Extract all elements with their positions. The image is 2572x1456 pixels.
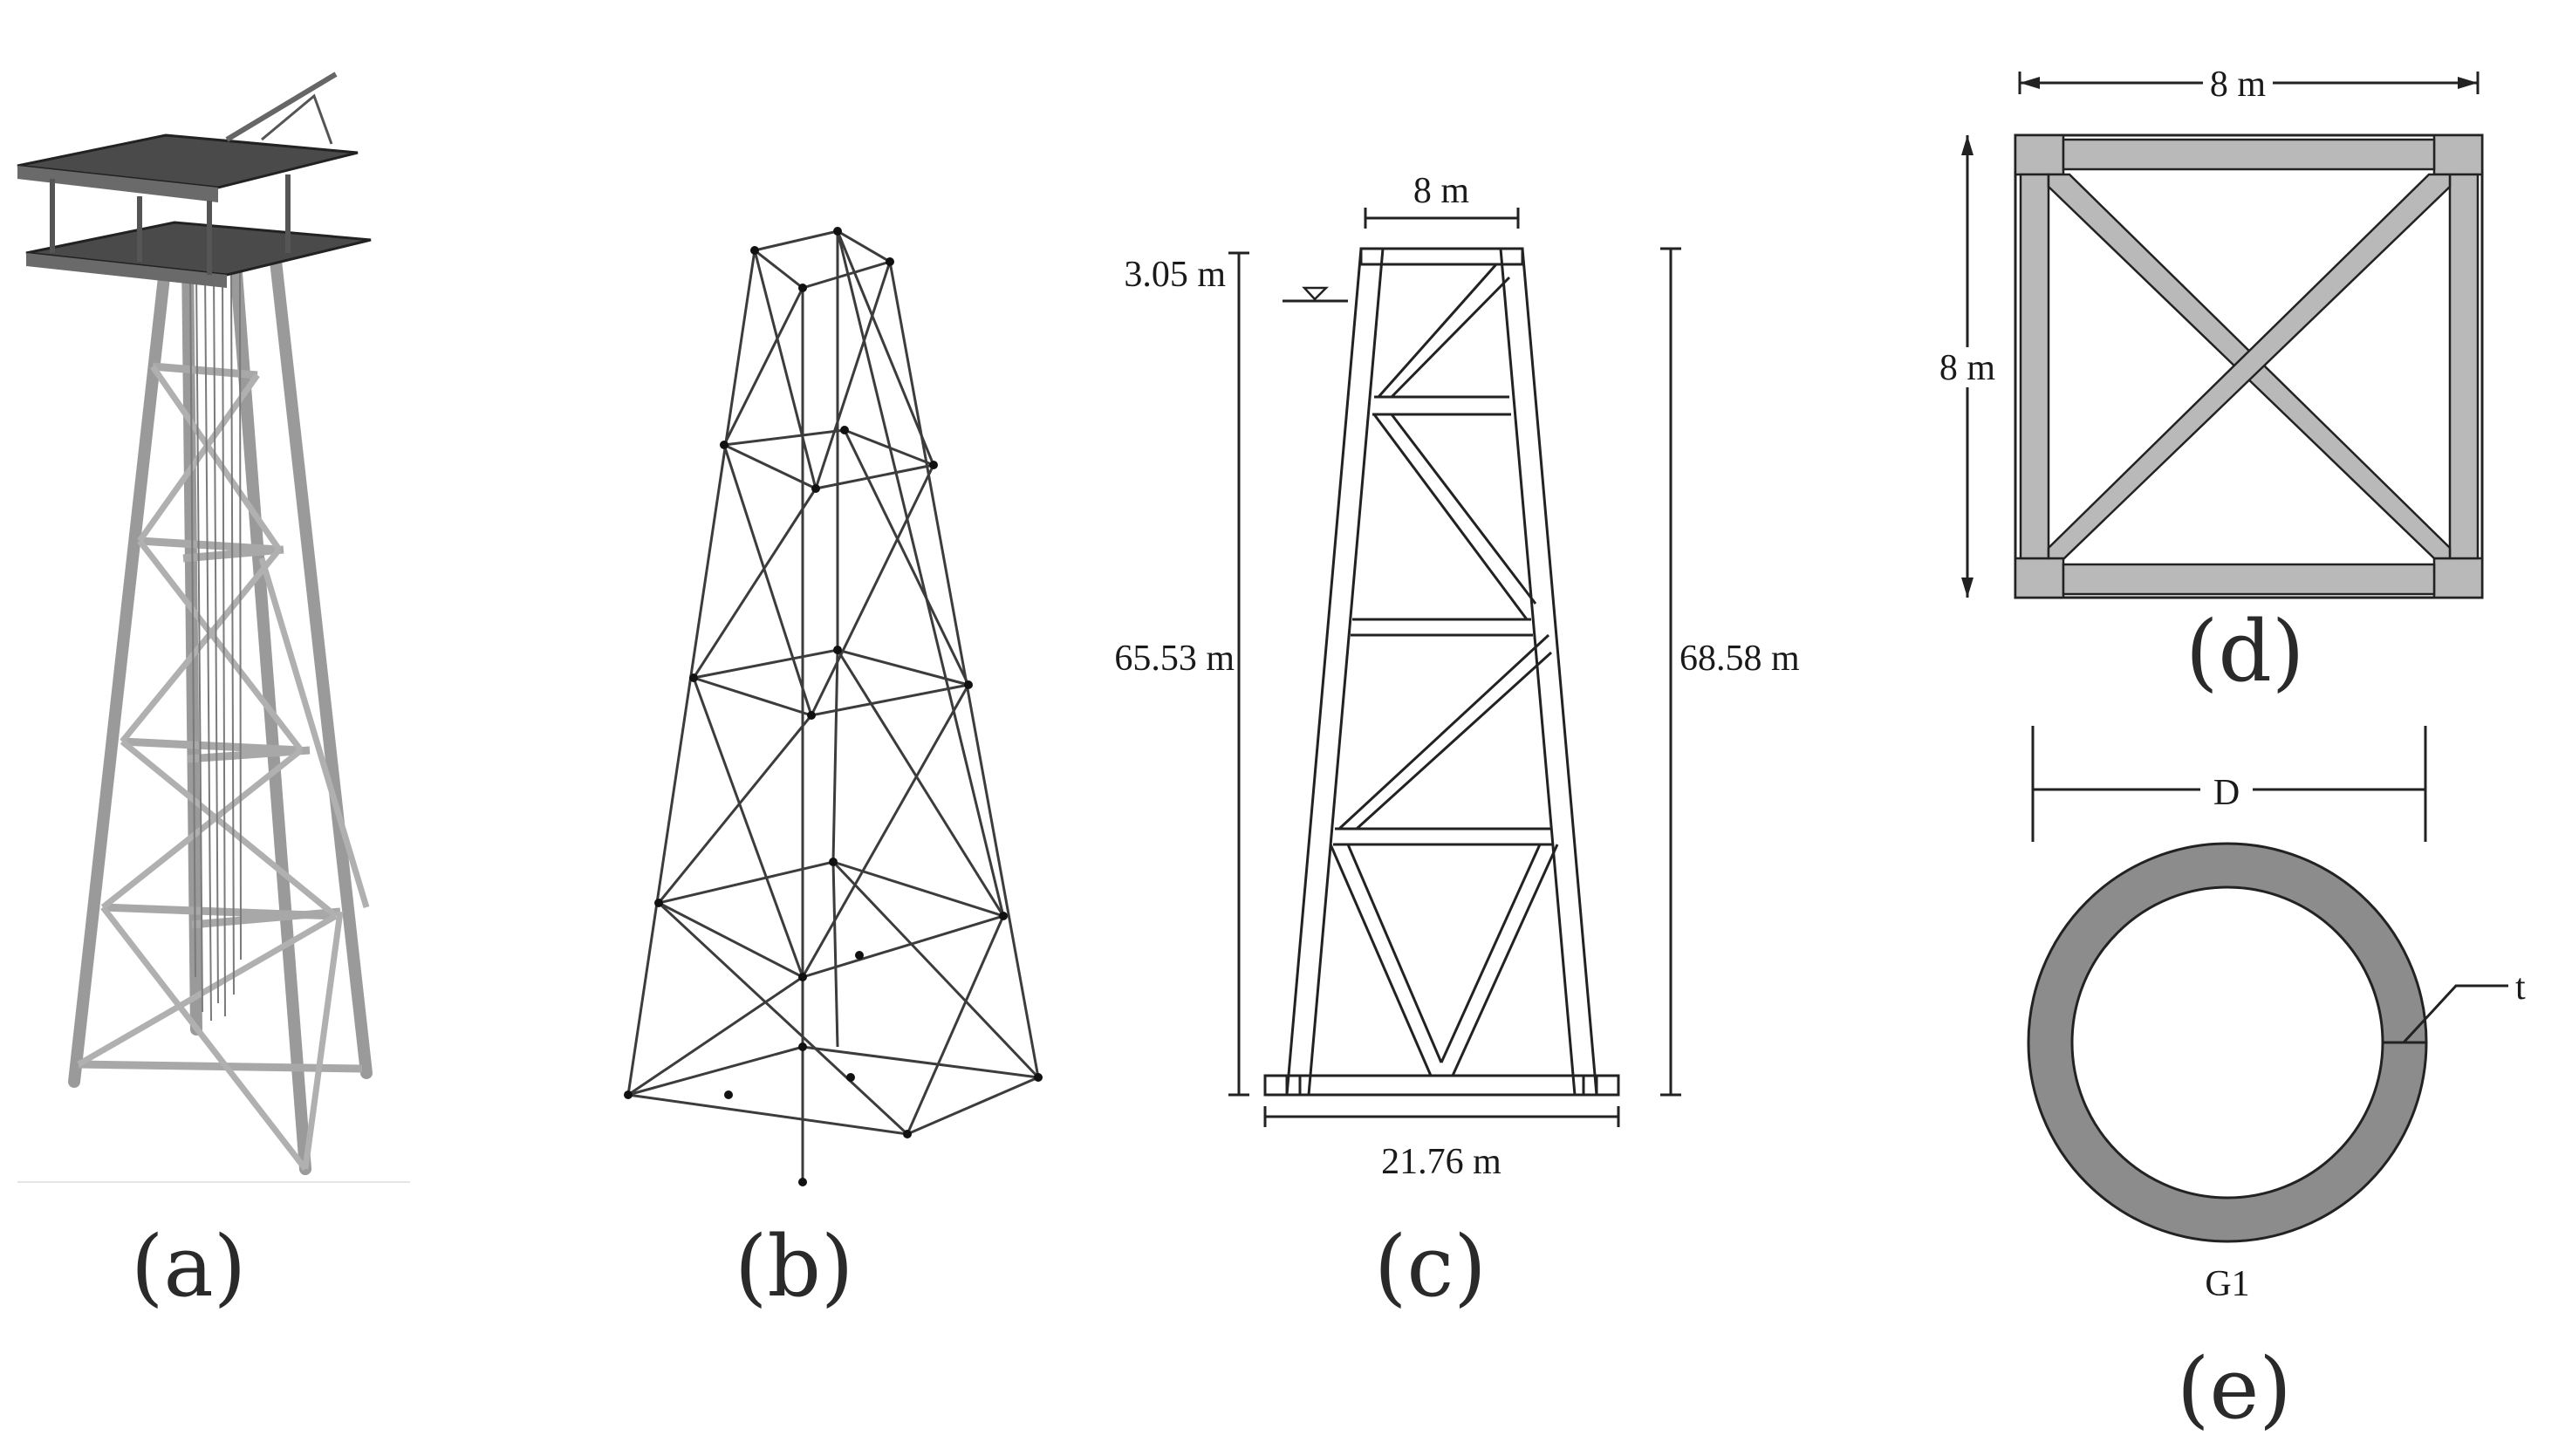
tube-bore — [2070, 885, 2384, 1200]
section-name-label: G1 — [2205, 1264, 2249, 1304]
panel-label-d: (d) — [2186, 603, 2304, 701]
diameter-label: D — [2213, 773, 2240, 813]
elevation-horizontals — [1263, 247, 1620, 1097]
top-width-label: 8 m — [1413, 171, 1470, 211]
base-width-label: 21.76 m — [1381, 1142, 1501, 1182]
panel-label-e: (e) — [2177, 1340, 2292, 1438]
plan-members — [2014, 133, 2484, 599]
total-height-label: 68.58 m — [1679, 639, 1800, 679]
panel-e-tube-section: D t G1 — [2027, 726, 2526, 1304]
plan-width-label: 8 m — [2210, 65, 2267, 105]
plan-height-label: 8 m — [1939, 348, 1996, 388]
wireframe-members — [626, 229, 1043, 1182]
jacket-horizontal-braces — [78, 362, 363, 1073]
water-level-symbol — [1302, 286, 1330, 301]
well-conductors — [189, 270, 242, 1022]
elevation-legs — [1285, 248, 1598, 1096]
panel-label-a: (a) — [131, 1218, 246, 1316]
panel-label-b: (b) — [735, 1218, 853, 1316]
panel-label-c: (c) — [1374, 1218, 1487, 1316]
freeboard-label: 3.05 m — [1124, 255, 1226, 295]
panel-b-wireframe-model — [624, 227, 1043, 1186]
wireframe-nodes — [624, 227, 1043, 1186]
panel-c-elevation: 8 m 3.05 m 65.53 m 68.58 m 21.76 m — [1114, 171, 1800, 1182]
panel-d-plan-view: 8 m 8 m — [1930, 63, 2484, 599]
topside-decks — [17, 72, 372, 288]
panel-a-platform-render — [17, 72, 410, 1183]
thickness-label: t — [2515, 967, 2526, 1008]
plan-outline — [2014, 133, 2484, 599]
thickness-leader — [2402, 984, 2508, 1044]
elevation-diagonals — [1329, 263, 1559, 1077]
water-depth-label: 65.53 m — [1114, 639, 1235, 679]
